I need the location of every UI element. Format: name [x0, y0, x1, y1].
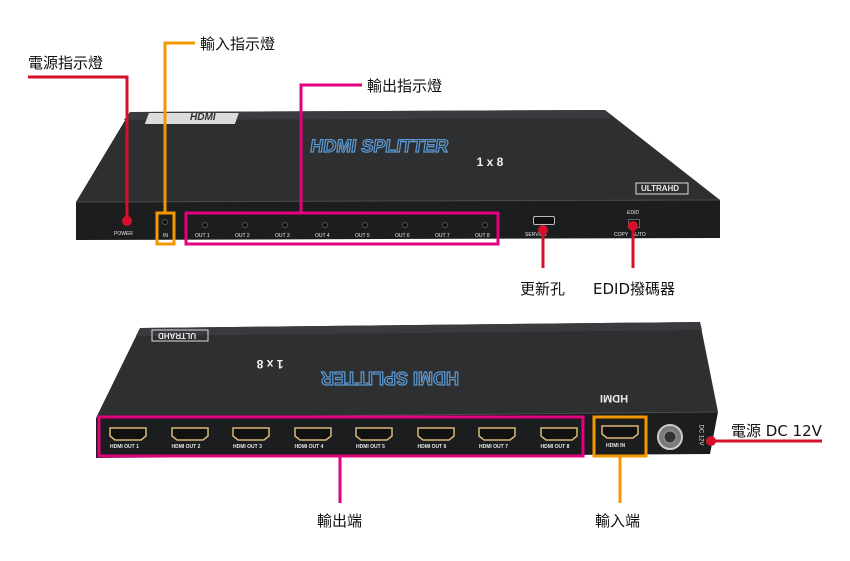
- out-led-label-5: OUT 5: [355, 233, 370, 239]
- update-port-callout: 更新孔: [520, 280, 566, 298]
- out-led-7: [443, 223, 447, 227]
- out-led-label-8: OUT 8: [475, 233, 490, 239]
- hdmi-out-port-2: [170, 426, 210, 442]
- power-dc-callout: 電源 DC 12V: [731, 422, 822, 440]
- out-led-label-2: OUT 2: [235, 233, 250, 239]
- hdmi-out-label-3: HDMI OUT 3: [233, 444, 262, 450]
- hdmi-out-port-6: [416, 426, 456, 442]
- out-led-3: [283, 223, 287, 227]
- out-led-5: [363, 223, 367, 227]
- hdmi-out-label-4: HDMI OUT 4: [294, 444, 324, 450]
- hdmi-out-label-5: HDMI OUT 5: [356, 444, 385, 450]
- out-led-label-7: OUT 7: [435, 233, 450, 239]
- front-title-2: 1 x 8: [477, 155, 504, 169]
- hdmi-out-port-1: [108, 426, 148, 442]
- in-label: IN: [163, 233, 168, 239]
- out-led-2: [243, 223, 247, 227]
- input-indicator-callout: 輸入指示燈: [200, 35, 276, 53]
- edid-switch-callout: EDID撥碼器: [593, 280, 676, 298]
- hdmi-out-label-2: HDMI OUT 2: [171, 444, 201, 450]
- out-led-label-1: OUT 1: [195, 233, 210, 239]
- edid-switch-labels: COPY AUTO: [614, 232, 646, 238]
- in-led: [163, 220, 167, 224]
- hdmi-in-port: [600, 424, 640, 440]
- svg-text:1 x 8: 1 x 8: [256, 357, 283, 371]
- front-badge: ULTRAHD: [641, 184, 680, 193]
- out-led-label-4: OUT 4: [315, 233, 330, 239]
- power-indicator-callout: 電源指示燈: [28, 54, 104, 72]
- out-led-label-6: OUT 6: [395, 233, 410, 239]
- hdmi-out-label-8: HDMI OUT 8: [540, 444, 570, 450]
- output-ports-callout: 輸出端: [317, 512, 363, 530]
- out-led-8: [483, 223, 487, 227]
- hdmi-out-port-8: [539, 426, 579, 442]
- service-label: SERVICE: [525, 232, 547, 238]
- hdmi-out-label-6: HDMI OUT 6: [417, 444, 447, 450]
- hdmi-out-label-7: HDMI OUT 7: [479, 444, 508, 450]
- input-port-callout: 輸入端: [595, 512, 641, 530]
- out-led-1: [203, 223, 207, 227]
- front-title: HDMI SPLITTER: [309, 136, 450, 156]
- hdmi-out-port-5: [354, 426, 394, 442]
- power-label: POWER: [114, 231, 133, 237]
- hdmi-in-label: HDMI IN: [606, 443, 626, 449]
- service-port: [533, 216, 555, 225]
- back-title: HDMI SPLITTER: [321, 368, 459, 388]
- out-led-6: [403, 223, 407, 227]
- out-led-4: [323, 223, 327, 227]
- hdmi-out-port-7: [477, 426, 517, 442]
- front-logo: HDMI: [190, 112, 216, 123]
- out-led-label-3: OUT 3: [275, 233, 290, 239]
- hdmi-out-port-3: [231, 426, 271, 442]
- hdmi-out-port-4: [293, 426, 333, 442]
- edid-label: EDID: [627, 210, 639, 216]
- hdmi-out-label-1: HDMI OUT 1: [110, 444, 139, 450]
- output-indicator-callout: 輸出指示燈: [367, 77, 443, 95]
